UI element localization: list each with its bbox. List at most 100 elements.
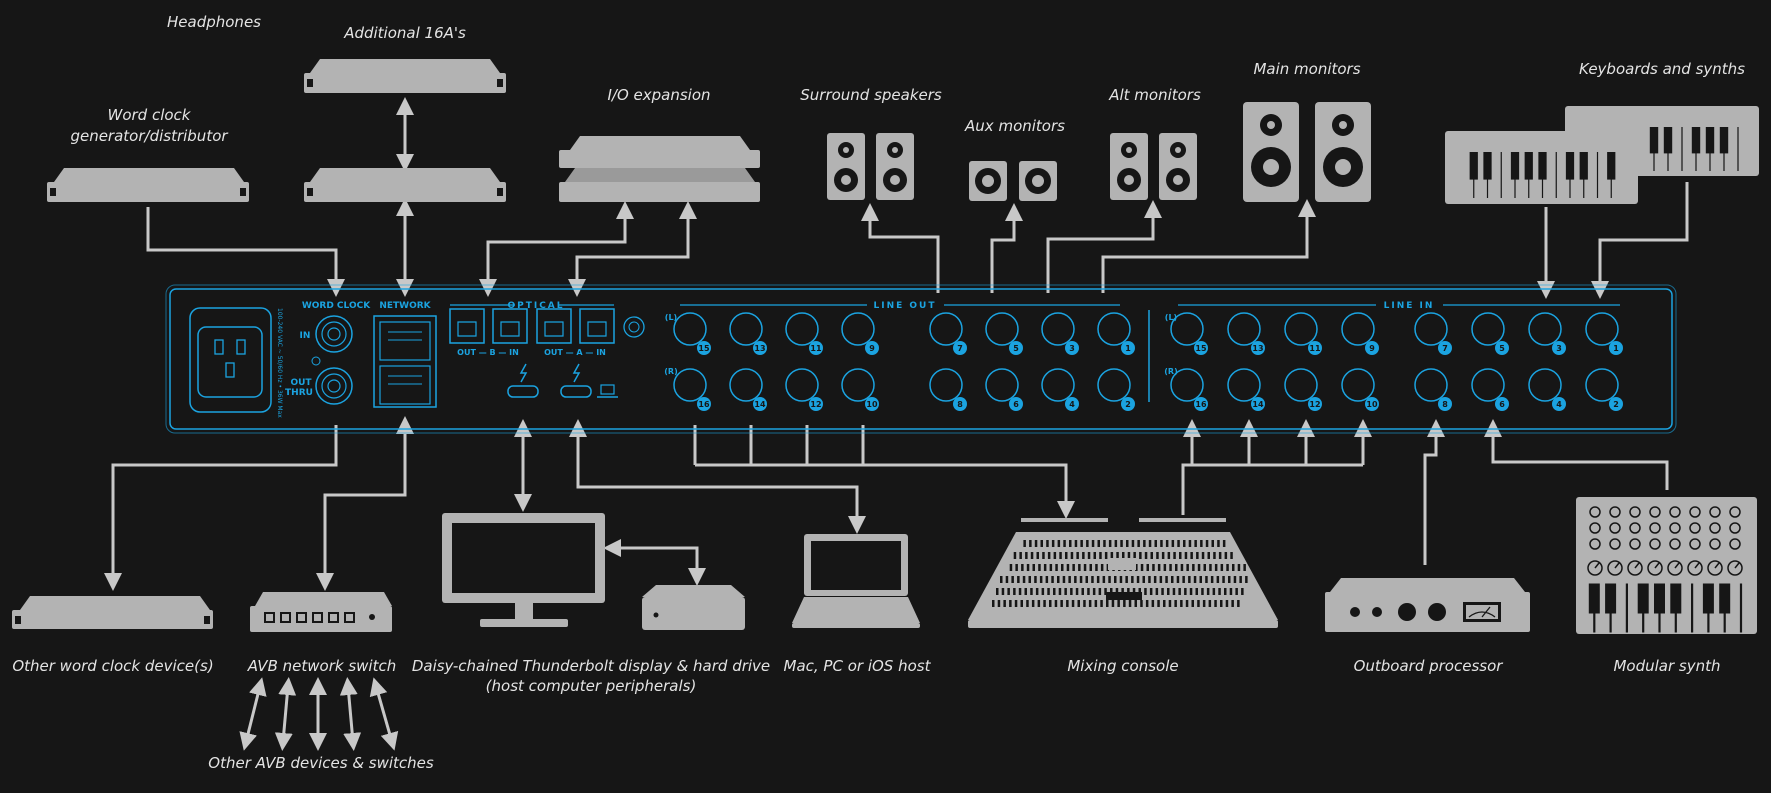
jack-number: 12 — [1309, 400, 1320, 409]
modular-arrow — [1484, 419, 1669, 490]
line-jack — [1170, 368, 1208, 411]
network-label: NETWORK — [379, 301, 431, 311]
additional-16a-icon — [304, 59, 506, 93]
interface-rear-panel — [165, 284, 1677, 434]
word-clock-generator-label-line1: Word clock — [107, 106, 191, 124]
jack-number: 14 — [754, 400, 766, 409]
mixing-console-label: Mixing console — [1067, 657, 1179, 675]
surround-arrow — [861, 203, 940, 293]
line-jack — [785, 312, 823, 355]
jack-number: 5 — [1499, 344, 1505, 353]
jack-number: 4 — [1069, 400, 1075, 409]
word-clock-label: WORD CLOCK — [302, 301, 371, 311]
jack-number: 3 — [1556, 344, 1562, 353]
line-jack — [841, 368, 879, 411]
word-clock-out-arrow — [104, 425, 338, 591]
console-line-in-bus — [1181, 463, 1363, 515]
line-jack — [841, 312, 879, 355]
line-jack — [1528, 368, 1566, 411]
main-arrow — [1101, 199, 1316, 293]
thunderbolt-host-arrow — [569, 419, 866, 534]
line-jack — [1414, 368, 1452, 411]
surround-speakers-icon — [827, 133, 914, 200]
line-jack — [1471, 368, 1509, 411]
avb-arrow-2 — [274, 677, 297, 751]
jack-number: 6 — [1499, 400, 1505, 409]
avb-switch-icon — [250, 592, 392, 632]
other-avb-label: Other AVB devices & switches — [208, 754, 434, 772]
power-inlet-icon — [189, 307, 272, 413]
additional-16a-label: Additional 16A's — [344, 24, 466, 42]
line-in-left-label: (L) — [1165, 313, 1177, 322]
other-word-clock-label: Other word clock device(s) — [12, 657, 214, 675]
line-jack — [1227, 312, 1265, 355]
optical-a-arrow — [568, 201, 697, 297]
jack-number: 7 — [1442, 344, 1448, 353]
other-word-clock-device-icon — [12, 596, 213, 629]
jack-number: 10 — [1366, 400, 1378, 409]
jack-number: 15 — [698, 344, 710, 353]
mixing-console-icon — [968, 518, 1278, 628]
line-jack — [1041, 368, 1079, 411]
word-clock-generator-label-line2: generator/distributor — [70, 127, 228, 145]
jack-number: 15 — [1195, 344, 1207, 353]
alt-monitors-label: Alt monitors — [1109, 86, 1201, 104]
jack-number: 13 — [1252, 344, 1263, 353]
jack-number: 14 — [1252, 400, 1264, 409]
jack-number: 8 — [1442, 400, 1448, 409]
optical-label: OPTICAL — [507, 301, 564, 311]
optical-b-label: OUT — B — IN — [457, 348, 519, 357]
jack-number: 2 — [1125, 400, 1131, 409]
line-jack — [1227, 368, 1265, 411]
line-jack — [929, 312, 967, 355]
io-expansion-icon — [559, 136, 760, 202]
outboard-processor-icon — [1325, 578, 1530, 632]
display-drive-arrow — [603, 539, 706, 586]
line-jack — [1414, 312, 1452, 355]
keyboards-label: Keyboards and synths — [1579, 60, 1745, 78]
outboard-label: Outboard processor — [1353, 657, 1503, 675]
thunderbolt-label-line1: Daisy-chained Thunderbolt display & hard… — [411, 657, 771, 675]
line-jack — [1585, 312, 1623, 355]
jack-number: 13 — [754, 344, 765, 353]
jack-number: 16 — [1195, 400, 1207, 409]
jack-number: 11 — [810, 344, 822, 353]
main-monitors-icon — [1243, 102, 1371, 202]
jack-number: 5 — [1013, 344, 1019, 353]
network-ports — [373, 315, 437, 408]
line-jack — [1585, 368, 1623, 411]
jack-number: 4 — [1556, 400, 1562, 409]
avb-arrow-1 — [239, 677, 267, 751]
avb-arrow-5 — [369, 677, 399, 751]
word-clock-out-connector — [315, 367, 353, 405]
line-jack — [1471, 312, 1509, 355]
avb-switch-label: AVB network switch — [247, 657, 397, 675]
jack-number: 1 — [1125, 344, 1131, 353]
surround-speakers-label: Surround speakers — [800, 86, 942, 104]
jack-number: 7 — [957, 344, 963, 353]
line-jack — [1341, 368, 1379, 411]
word-clock-in-arrow — [146, 207, 345, 297]
main-monitors-label: Main monitors — [1253, 60, 1361, 78]
modular-synth-label: Modular synth — [1613, 657, 1721, 675]
line-jack — [985, 312, 1023, 355]
aux-monitors-label: Aux monitors — [965, 117, 1065, 135]
network-switch-arrow — [316, 416, 414, 591]
line-jack — [1170, 312, 1208, 355]
avb-arrow-4 — [339, 677, 362, 751]
connection-lines — [104, 97, 1689, 751]
word-clock-generator-icon — [47, 168, 249, 202]
optical-a-label: OUT — A — IN — [544, 348, 606, 357]
word-clock-in-label: IN — [300, 331, 311, 341]
line-jack — [729, 368, 767, 411]
line-jack — [1284, 312, 1322, 355]
jack-number: 9 — [869, 344, 875, 353]
line-jack — [729, 312, 767, 355]
jack-number: 3 — [1069, 344, 1075, 353]
line-in-right-label: (R) — [1164, 367, 1177, 376]
line-jack — [1528, 312, 1566, 355]
thunderbolt-display-icon — [442, 513, 605, 627]
line-jack — [1041, 312, 1079, 355]
jack-number: 2 — [1613, 400, 1619, 409]
